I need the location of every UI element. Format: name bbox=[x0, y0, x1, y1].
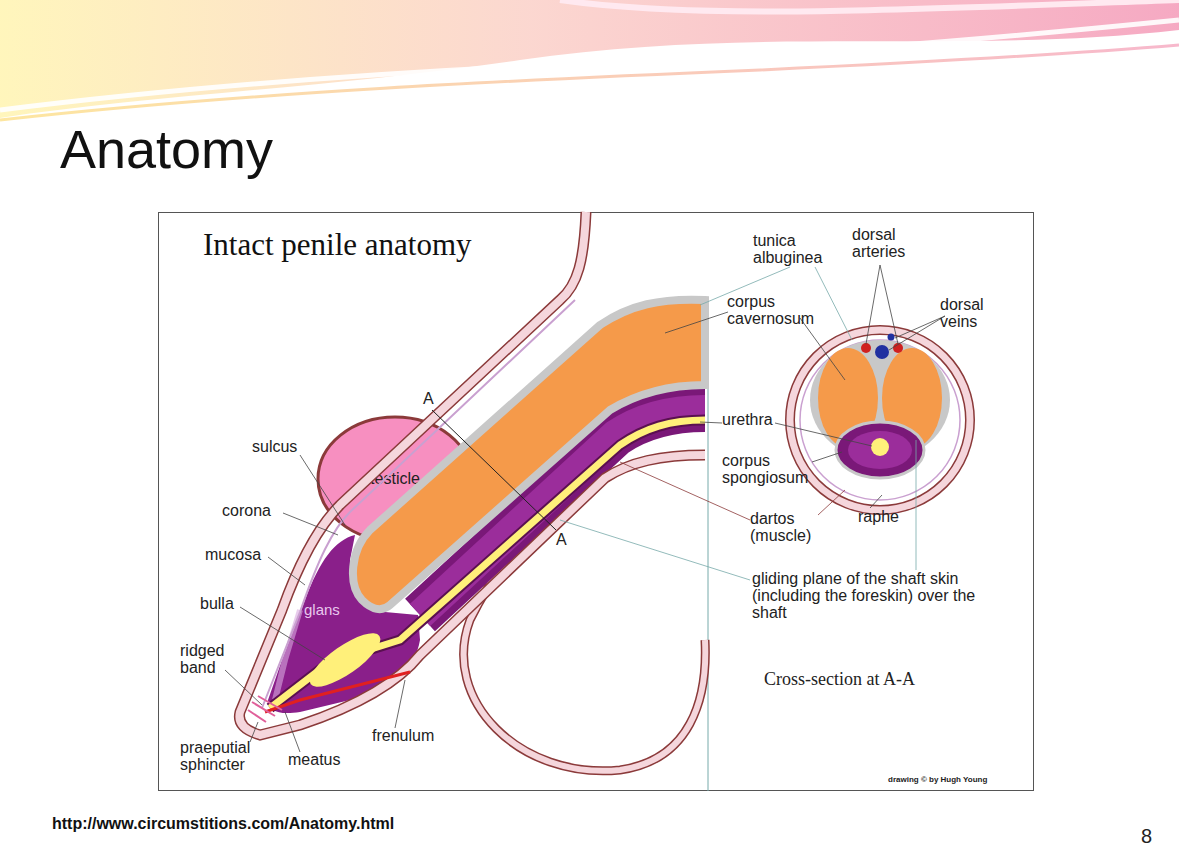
dorsal-vein bbox=[888, 334, 895, 341]
urethra-outline bbox=[270, 420, 705, 708]
section-spongiosum bbox=[848, 431, 912, 469]
swoosh-line bbox=[560, 0, 1179, 12]
slide-title: Anatomy bbox=[60, 118, 273, 180]
figure-heading: Intact penile anatomy bbox=[203, 227, 472, 263]
scrotum-outline bbox=[464, 470, 706, 771]
part-name: testicle bbox=[315, 414, 475, 544]
mucosa-layer bbox=[275, 610, 300, 700]
section-urethra bbox=[871, 438, 889, 456]
section-skin bbox=[790, 330, 970, 510]
frenulum-line bbox=[265, 672, 410, 712]
shaft-skin bbox=[239, 212, 705, 735]
dorsal-artery bbox=[861, 343, 871, 353]
section-line bbox=[432, 410, 556, 530]
scrotum-outline bbox=[464, 470, 706, 771]
swoosh-line bbox=[0, 45, 1179, 120]
section-skin bbox=[790, 330, 970, 510]
spongiosum-band bbox=[420, 410, 705, 615]
figure-frame: Intact penile anatomy testicle bbox=[158, 212, 1034, 791]
section-cavernosum bbox=[882, 348, 942, 448]
swoosh-line bbox=[0, 20, 1179, 110]
bulla-shape bbox=[303, 624, 388, 695]
section-spongiosum bbox=[836, 422, 924, 478]
divider-line bbox=[708, 300, 709, 791]
source-url: http://www.circumstitions.com/Anatomy.ht… bbox=[52, 815, 394, 833]
dorsal-artery bbox=[893, 343, 903, 353]
urethra bbox=[270, 420, 705, 708]
shaft-skin bbox=[239, 212, 705, 735]
cavernosum-shape bbox=[353, 300, 705, 609]
leader-lines bbox=[560, 267, 916, 580]
swoosh-band bbox=[0, 0, 1179, 118]
page-number: 8 bbox=[1141, 826, 1171, 847]
leader-lines bbox=[620, 462, 845, 520]
dorsal-vein bbox=[875, 345, 889, 359]
testicle-ellipse: testicle bbox=[315, 414, 475, 544]
section-dartos bbox=[800, 340, 960, 500]
foreskin-inner bbox=[262, 300, 575, 708]
glans-shape bbox=[268, 535, 420, 713]
ridged-band-hatch bbox=[248, 696, 282, 722]
spongiosum-band bbox=[420, 410, 705, 615]
section-cavernosum bbox=[818, 348, 878, 448]
section-tunica bbox=[810, 340, 950, 460]
leader-lines bbox=[225, 265, 945, 752]
